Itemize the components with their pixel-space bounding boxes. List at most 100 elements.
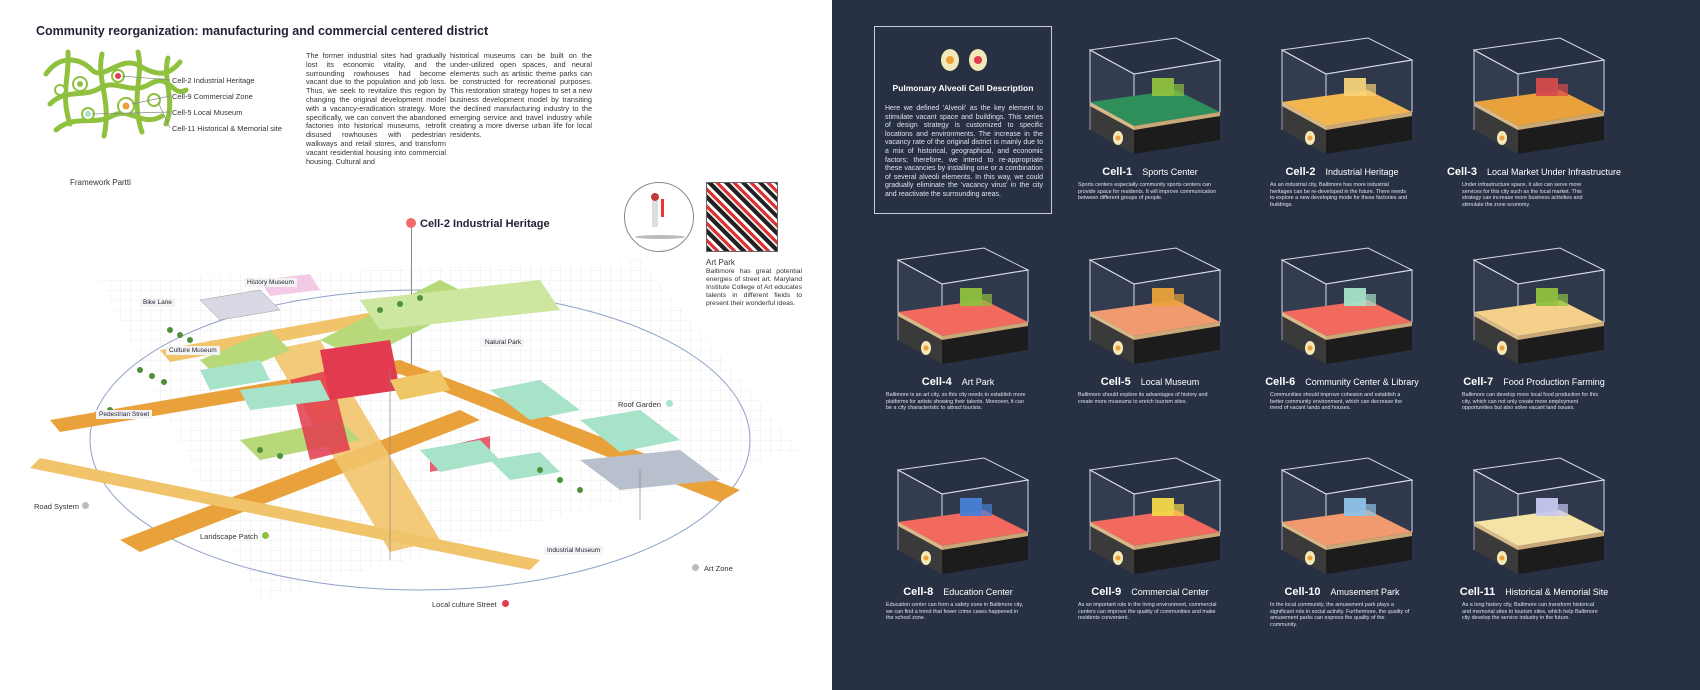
cell-3-cube [1472,37,1606,154]
cell-11-id: Cell-11 [1459,586,1496,598]
cell-1-id: Cell-1 [1102,166,1133,178]
cell-8-title: Cell-8 Education Center [864,586,1052,598]
roof-garden-dot [666,400,673,407]
street-art-graffiti-image [706,182,778,252]
cell-8-text: Education center can form a safety zone … [886,602,1024,622]
alveoli-icon [941,49,959,71]
cell-1-title: Cell-1 Sports Center [1056,166,1244,178]
cell-9-text: As an important role in the living envir… [1078,602,1217,622]
cell-5-name: Local Museum [1140,377,1200,387]
cell-9-title: Cell-9 Commercial Center [1056,586,1244,598]
cell-9-name: Commercial Center [1131,587,1209,597]
tag-history-museum: History Museum [244,278,297,287]
framework-partti-diagram [43,49,189,139]
partti-legend-cell9: Cell-9 Commercial Zone [172,92,253,101]
art-park-text: Baltimore has great potential energies o… [706,268,802,307]
cell-10-cube [1280,457,1414,574]
cell-6-name: Community Center & Library [1305,377,1419,387]
cell-4-cube [896,247,1030,364]
cell-6-title: Cell-6 Community Center & Library [1248,376,1436,388]
cell-4-title: Cell-4 Art Park [864,376,1052,388]
tag-pedestrian-street: Pedestrian Street [96,410,153,419]
partti-legend-cell2: Cell-2 Industrial Heritage [172,76,255,85]
cell-6-id: Cell-6 [1265,376,1296,388]
cell-5-title: Cell-5 Local Museum [1056,376,1244,388]
cell-3-text: Under infrastructure space, it also can … [1462,182,1583,208]
cell-8-cube [896,457,1030,574]
cell-7-id: Cell-7 [1463,376,1494,388]
cell-2-cube [1280,37,1414,154]
cell2-marker-dot [406,218,416,228]
intro-text-column-1: The former industrial sites had graduall… [306,51,446,166]
cell-9-cube [1088,457,1222,574]
cell-7-text: Baltimore can develop more local food pr… [1462,392,1599,412]
cell-2-text: As an industrial city, Baltimore has mor… [1270,182,1407,208]
cell-4-id: Cell-4 [921,376,952,388]
cell-6-text: Communities should improve cohesion and … [1270,392,1403,412]
cell-11-cube [1472,457,1606,574]
partti-caption: Framework Partti [70,178,131,187]
tag-bike-lane: Bike Lane [140,298,175,307]
landscape-patch-dot [262,532,269,539]
cell-8-id: Cell-8 [903,586,934,598]
cell-10-name: Amusement Park [1330,587,1400,597]
cell-7-title: Cell-7 Food Production Farming [1440,376,1628,388]
cell-10-id: Cell-10 [1284,586,1321,598]
cell-2-title: Cell-2 Industrial Heritage [1248,166,1436,178]
callout-art-zone: Art Zone [704,564,733,573]
cell-11-title: Cell-11 Historical & Memorial Site [1440,586,1628,598]
tag-natural-park: Natural Park [482,338,525,347]
left-panel: Community reorganization: manufacturing … [0,0,832,690]
cell-1-cube [1088,37,1222,154]
cell-8-name: Education Center [943,587,1013,597]
cell-3-name: Local Market Under Infrastructure [1486,167,1622,177]
art-park-circle-image [624,182,694,252]
cell-2-id: Cell-2 [1285,166,1316,178]
cell-10-title: Cell-10 Amusement Park [1248,586,1436,598]
right-panel: Pulmonary Alveoli Cell Description Here … [832,0,1700,690]
cell-4-name: Art Park [961,377,995,387]
art-park-heading: Art Park [706,258,735,267]
cell-2-name: Industrial Heritage [1325,167,1399,177]
cell-3-id: Cell-3 [1446,166,1477,178]
callout-road-system: Road System [34,502,80,511]
cell-card-11: Cell-11 Historical & Memorial Site As a lo… [1440,450,1628,640]
cell-7-cube [1472,247,1606,364]
cell-5-text: Baltimore should explore its advantages … [1078,392,1208,405]
intro-text-column-2: historical museums can be built on the u… [450,51,592,140]
tag-industrial-museum: Industrial Museum [544,546,604,555]
tag-culture-museum: Culture Museum [166,346,220,355]
cell-9-id: Cell-9 [1091,586,1122,598]
page-title: Community reorganization: manufacturing … [36,24,489,38]
cell-1-name: Sports Center [1142,167,1198,177]
art-zone-dot [692,564,699,571]
cell-card-10: Cell-10 Amusement Park In the local commun… [1248,450,1436,640]
callout-roof-garden: Roof Garden [618,400,661,409]
cell-7-name: Food Production Farming [1503,377,1605,387]
road-system-dot [82,502,89,509]
callout-local-culture-street: Local culture Street [432,600,497,609]
cell-6-cube [1280,247,1414,364]
cell-11-name: Historical & Memorial Site [1505,587,1609,597]
callout-landscape-patch: Landscape Patch [200,532,258,541]
cell-5-cube [1088,247,1222,364]
partti-legend-cell5: Cell-5 Local Museum [172,108,243,117]
cell-4-text: Baltimore is an art city, so this city n… [886,392,1026,412]
cell-card-9: Cell-9 Commercial Center As an important r… [1056,450,1244,640]
alveoli-description-text: Here we defined 'Alveoli' as the key ele… [885,105,1043,198]
cell-10-text: In the local community, the amusement pa… [1270,602,1410,628]
alveoli-icon [969,49,987,71]
map-title: Cell-2 Industrial Heritage [420,218,550,230]
cell-3-title: Cell-3 Local Market Under Infrastructure [1440,166,1628,178]
cell-1-text: Sports centers especially community spor… [1078,182,1217,202]
cell-5-id: Cell-5 [1100,376,1131,388]
local-culture-street-dot [502,600,509,607]
cell-11-text: As a long history city, Baltimore can tr… [1462,602,1598,622]
alveoli-description-box: Pulmonary Alveoli Cell Description Here … [874,26,1052,214]
